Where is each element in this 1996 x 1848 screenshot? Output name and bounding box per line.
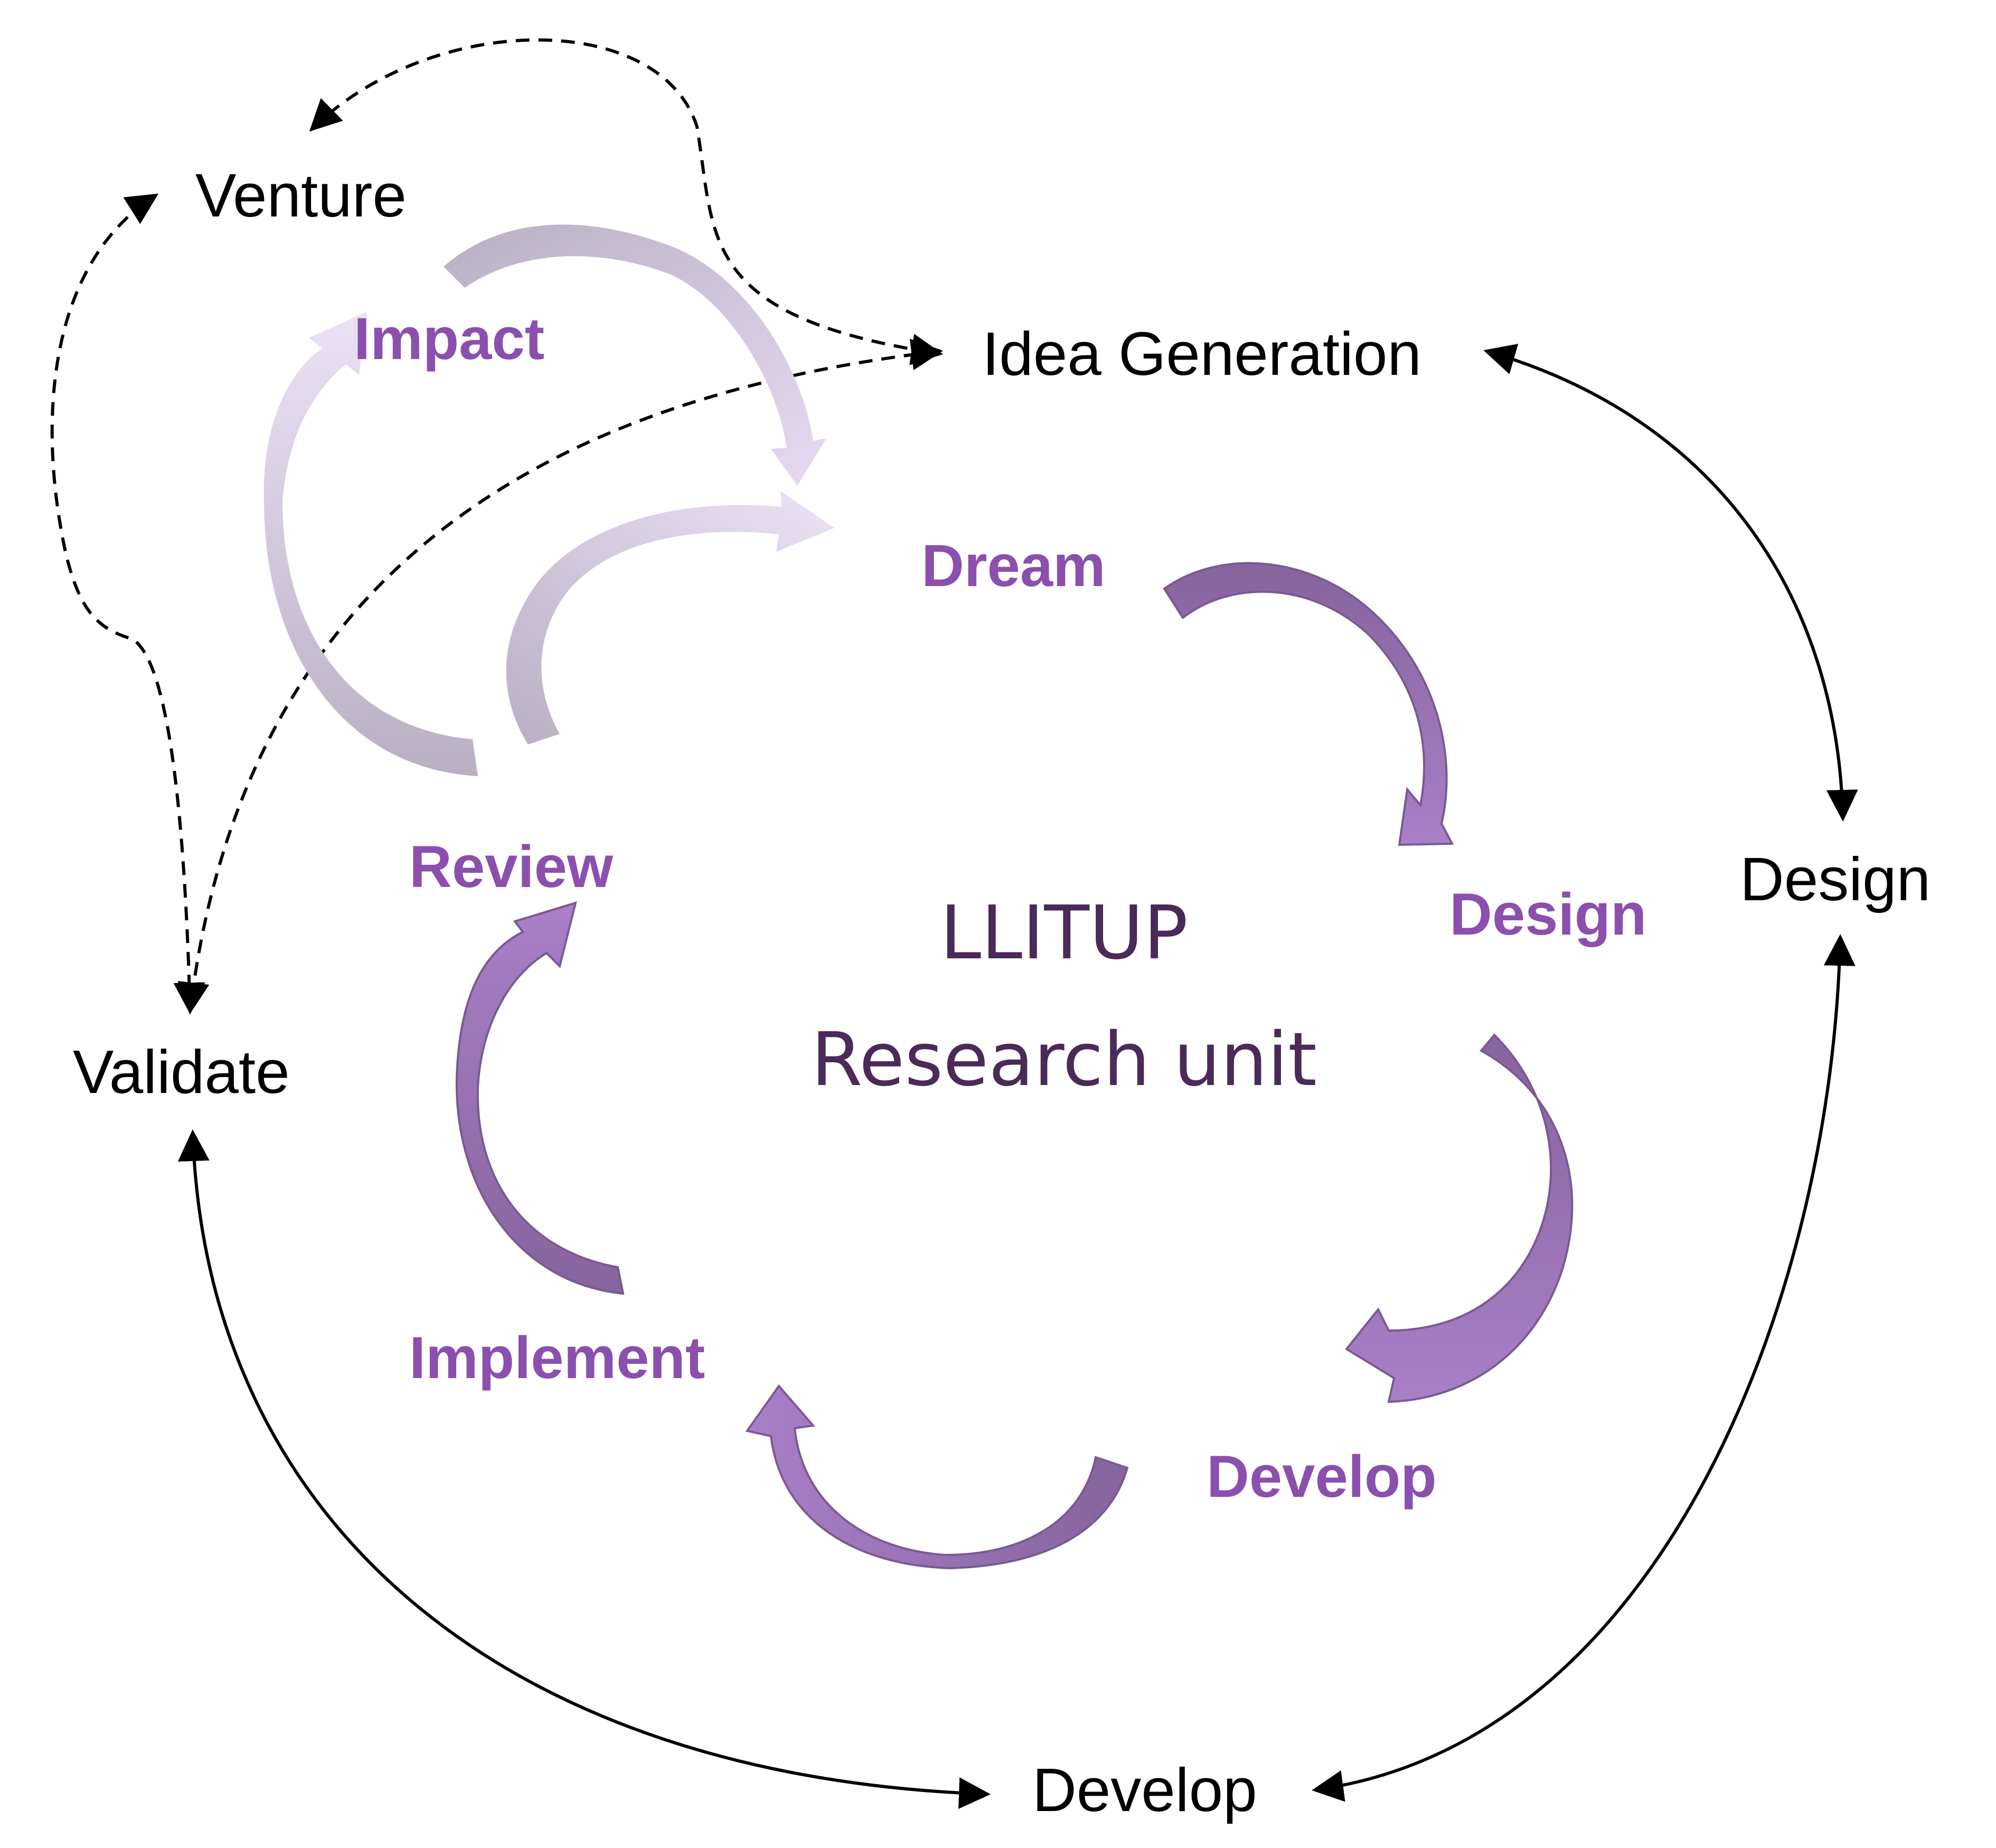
connector-idea-validate [177, 338, 943, 1014]
label-design-cycle: Design [1449, 881, 1646, 947]
label-validate: Validate [73, 1038, 290, 1106]
label-dream: Dream [921, 533, 1106, 599]
connector-develop-validate [177, 1129, 991, 1809]
center-title: LLITUP [940, 890, 1188, 976]
connector-venture-loop [309, 38, 943, 365]
center-subtitle: Research unit [811, 1017, 1317, 1103]
label-idea-generation: Idea Generation [982, 319, 1421, 388]
label-develop-cycle: Develop [1207, 1444, 1437, 1510]
label-develop-outer: Develop [1032, 1756, 1257, 1824]
connector-design-develop [1312, 934, 1856, 1802]
label-venture: Venture [195, 161, 407, 230]
arrow-impact-to-dream-upper [444, 224, 826, 486]
arrow-design-to-develop [1345, 1033, 1574, 1403]
connector-validate-venture [50, 193, 205, 1014]
label-implement: Implement [409, 1325, 705, 1391]
connector-idea-design [1483, 344, 1858, 822]
label-impact: Impact [354, 306, 544, 372]
arrow-review-to-impact [263, 312, 478, 776]
label-design-outer: Design [1740, 845, 1931, 913]
arrow-develop-to-implement [745, 1384, 1129, 1570]
label-review: Review [409, 834, 614, 900]
arrow-implement-to-review [455, 901, 625, 1295]
arrow-dream-to-design [1163, 562, 1454, 846]
arrow-review-to-dream [506, 491, 834, 744]
